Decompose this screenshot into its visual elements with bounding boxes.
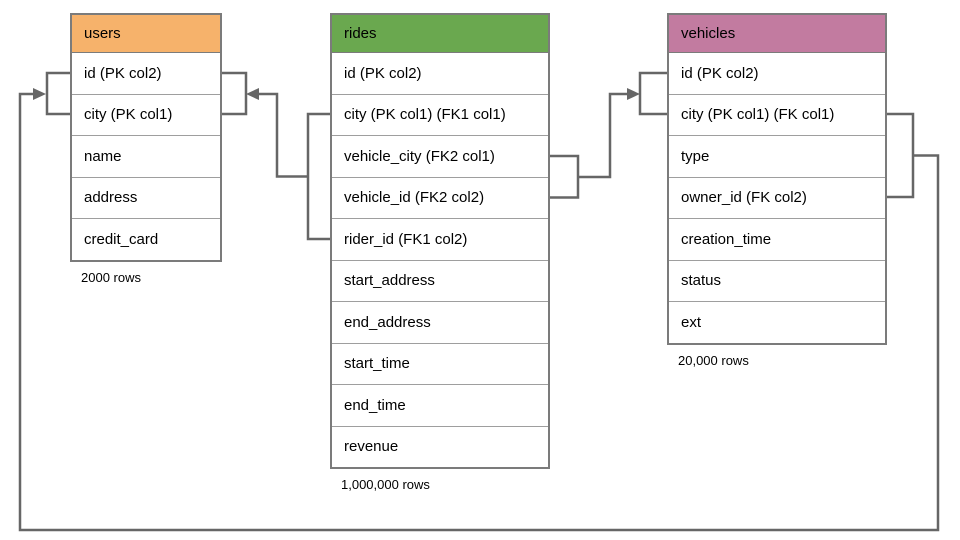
table-rides-box: rides id (PK col2) city (PK col1) (FK1 c… <box>330 13 550 469</box>
table-header-rides: rides <box>332 15 548 52</box>
table-row: address <box>72 176 220 218</box>
table-row: id (PK col2) <box>72 52 220 94</box>
rides-right-bracket <box>550 154 580 199</box>
table-row: type <box>669 135 885 177</box>
connector-rides-to-vehicles <box>578 92 627 179</box>
table-row: rider_id (FK1 col2) <box>332 218 548 260</box>
table-users: users id (PK col2) city (PK col1) name a… <box>70 13 222 286</box>
table-header-users: users <box>72 15 220 52</box>
arrowhead-to-vehicles-left <box>627 88 640 100</box>
table-row: city (PK col1) (FK1 col1) <box>332 93 548 135</box>
table-row: credit_card <box>72 218 220 260</box>
table-header-vehicles: vehicles <box>669 15 885 52</box>
table-row: creation_time <box>669 218 885 260</box>
table-row: name <box>72 135 220 177</box>
table-rides: rides id (PK col2) city (PK col1) (FK1 c… <box>330 13 550 493</box>
table-row: vehicle_city (FK2 col1) <box>332 135 548 177</box>
table-users-box: users id (PK col2) city (PK col1) name a… <box>70 13 222 262</box>
table-row: city (PK col1) (FK col1) <box>669 93 885 135</box>
table-row: end_time <box>332 384 548 426</box>
row-count-label-rides: 1,000,000 rows <box>341 477 430 492</box>
table-row: start_time <box>332 342 548 384</box>
table-row: end_address <box>332 301 548 343</box>
table-row: status <box>669 259 885 301</box>
table-row: city (PK col1) <box>72 93 220 135</box>
table-row: vehicle_id (FK2 col2) <box>332 176 548 218</box>
users-right-bracket <box>222 71 248 116</box>
table-vehicles: vehicles id (PK col2) city (PK col1) (FK… <box>667 13 887 369</box>
vehicles-right-bracket <box>887 112 915 199</box>
vehicles-left-bracket <box>638 71 667 116</box>
rides-left-bracket <box>306 112 331 241</box>
table-row: id (PK col2) <box>669 52 885 94</box>
table-row: owner_id (FK col2) <box>669 176 885 218</box>
arrowhead-to-users-left <box>33 88 46 100</box>
table-row: revenue <box>332 425 548 467</box>
row-count-label-users: 2000 rows <box>81 269 141 285</box>
row-count-label-vehicles: 20,000 rows <box>678 352 749 368</box>
arrowhead-to-users-right <box>246 88 259 100</box>
connector-rides-to-users <box>259 92 308 178</box>
table-vehicles-box: vehicles id (PK col2) city (PK col1) (FK… <box>667 13 887 345</box>
table-row: ext <box>669 301 885 343</box>
users-left-bracket <box>45 71 70 116</box>
table-row: start_address <box>332 259 548 301</box>
table-row: id (PK col2) <box>332 52 548 94</box>
